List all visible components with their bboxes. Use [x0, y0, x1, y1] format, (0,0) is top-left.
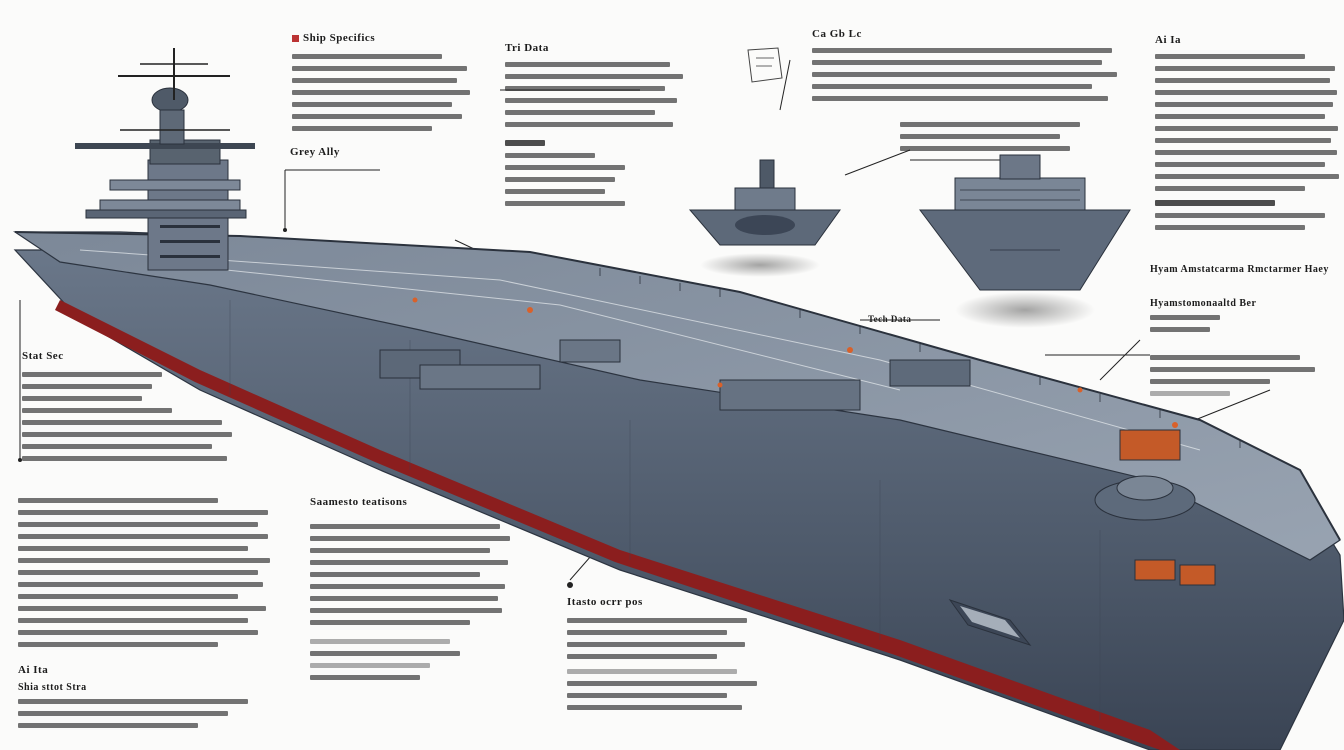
- right-caption-2: Hyamstomonaaltd Ber: [1150, 298, 1344, 339]
- spec-block-top-right: Ai Ia: [1155, 34, 1340, 198]
- deck-equipment: [379, 339, 1216, 646]
- center-heading: Saamesto teatisons: [310, 496, 408, 508]
- island-caption: Grey Ally: [290, 146, 340, 158]
- spec-block-bottom-left: [18, 498, 278, 654]
- detail-view-stern: [919, 154, 1131, 328]
- spec-block-center: Saamesto teatisons: [310, 496, 540, 687]
- callout-sketch: [747, 47, 783, 83]
- bottom-left-sub: Shia sttot Stra: [18, 682, 87, 693]
- spec-heading-top-center: Ca Gb Lc: [812, 28, 862, 40]
- island-superstructure: [75, 48, 255, 271]
- spec-heading-top-right: Ai Ia: [1155, 34, 1182, 46]
- spec-block-right-mid: [1155, 200, 1340, 237]
- right-caption-1: Hyam Amstatcarma Rmctarmer Haey: [1150, 264, 1329, 275]
- spec-heading-tri-data: Tri Data: [505, 42, 549, 54]
- spec-block-top-center: Ca Gb Lc: [812, 28, 1122, 108]
- detail-view-bow: [688, 159, 841, 277]
- spec-block-top-mid: Tri Data: [505, 42, 685, 134]
- spec-block-top-left: Ship Specifics: [292, 32, 472, 138]
- spec-block-bottom-center: Itasto ocrr pos: [567, 596, 767, 717]
- spec-block-tech: [900, 122, 1100, 158]
- waterline-stripe: [55, 300, 1180, 750]
- left-caption: Stat Sec: [22, 350, 64, 362]
- spec-block-mid-list: [505, 140, 655, 213]
- bottom-center-heading: Itasto ocrr pos: [567, 596, 643, 608]
- deck-markers: [412, 297, 1178, 428]
- mid-right-caption: Tech Data: [868, 314, 912, 324]
- spec-block-left: Stat Sec: [22, 350, 262, 468]
- spec-heading-top-left: Ship Specifics: [292, 32, 472, 44]
- spec-block-bottom-left-2: Ai Ita Shia sttot Stra: [18, 664, 278, 735]
- leader-dots: [18, 228, 573, 588]
- spec-block-right-lower: [1150, 355, 1340, 403]
- bottom-left-heading: Ai Ita: [18, 664, 49, 676]
